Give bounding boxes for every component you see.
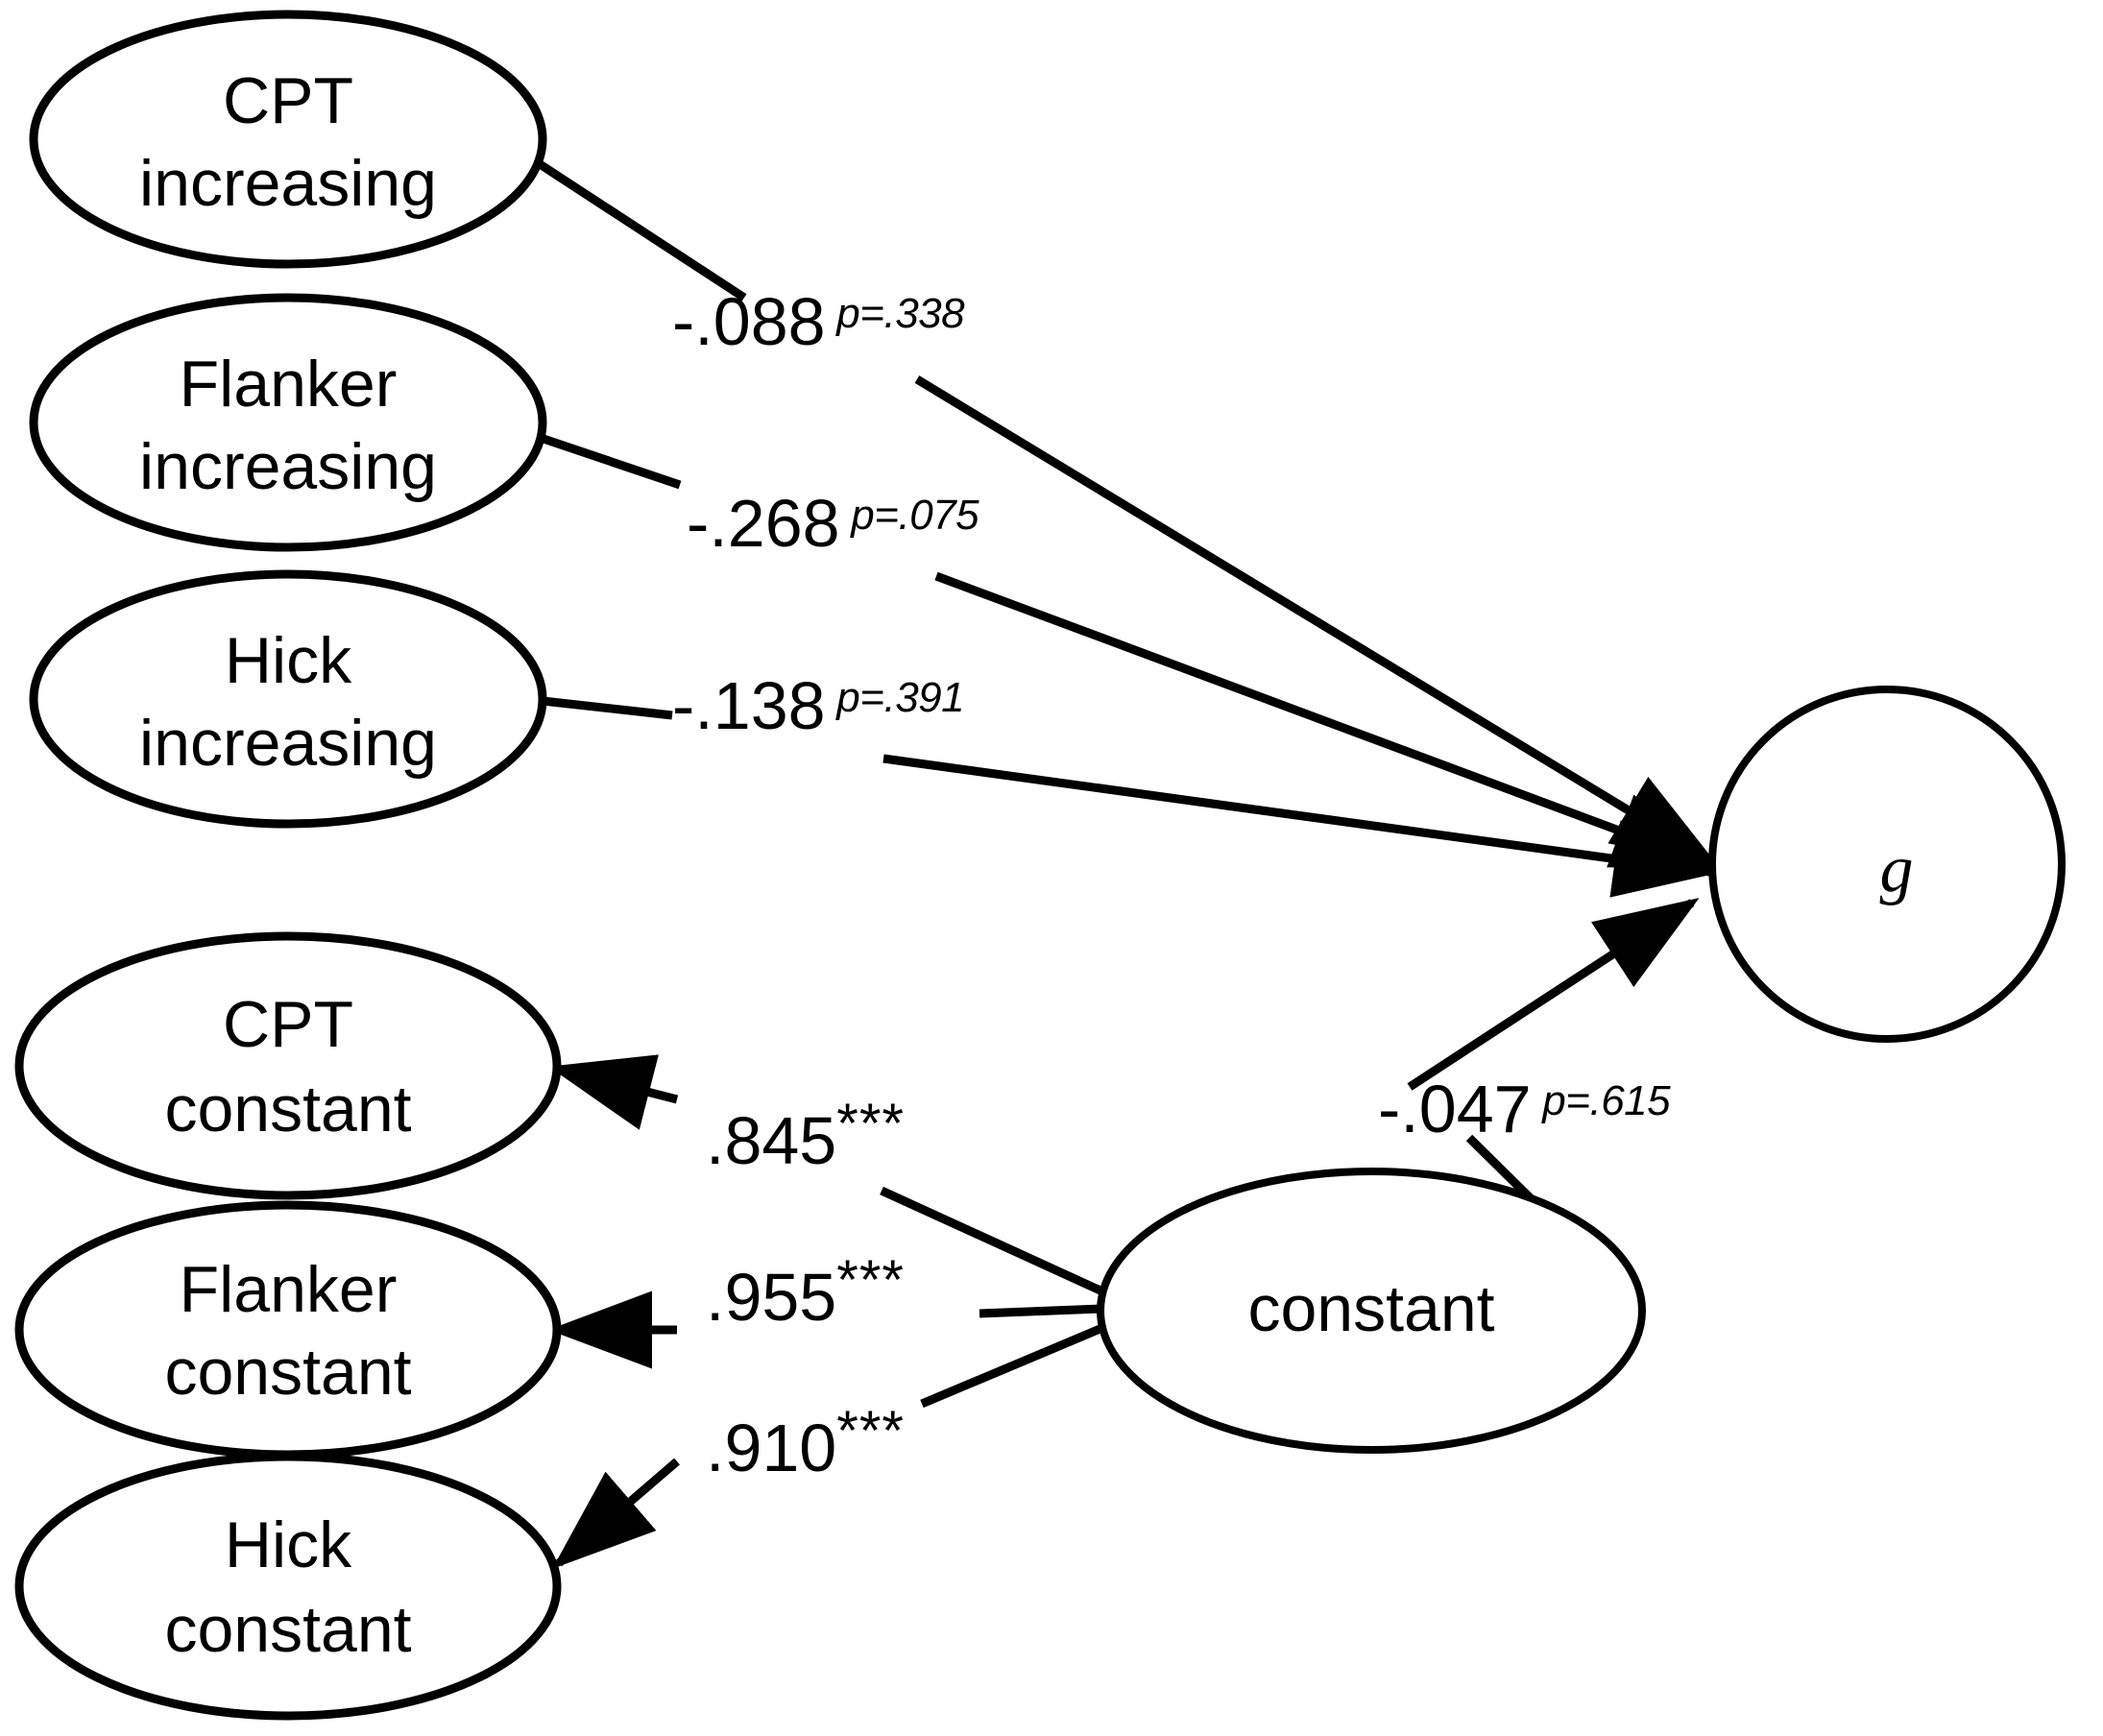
node-hick-constant-line2: constant bbox=[164, 1593, 411, 1666]
node-cpt-constant[interactable]: CPT constant bbox=[14, 931, 562, 1200]
node-g-factor[interactable]: g bbox=[1708, 686, 2066, 1043]
coef-estimate-e4: -.047 bbox=[1378, 1072, 1532, 1146]
edge-constant-to-g bbox=[1407, 898, 1700, 1216]
coef-stars-e7: *** bbox=[836, 1400, 905, 1462]
coef-label-constant-to-flanker-constant: .955*** bbox=[706, 1253, 905, 1332]
node-cpt-constant-line2: constant bbox=[164, 1073, 411, 1145]
node-hick-increasing[interactable]: Hick increasing bbox=[29, 569, 547, 829]
coef-label-constant-to-hick-constant: .910*** bbox=[706, 1404, 905, 1485]
node-cpt-increasing-line2: increasing bbox=[139, 147, 437, 220]
coef-estimate-e6: .955 bbox=[706, 1260, 837, 1335]
edge-hick-increasing-to-g bbox=[542, 696, 1718, 898]
coef-estimate-e5: .845 bbox=[706, 1103, 837, 1178]
coef-label-hick-increasing-to-g: -.138 p=.391 bbox=[672, 672, 965, 739]
node-flanker-increasing-line1: Flanker bbox=[180, 348, 398, 421]
coef-estimate-e1: -.088 bbox=[672, 284, 826, 359]
coef-stars-e6: *** bbox=[836, 1249, 905, 1312]
node-flanker-constant-line2: constant bbox=[164, 1336, 411, 1409]
node-constant-factor[interactable]: constant bbox=[1097, 1168, 1646, 1454]
edge-flanker-increasing-to-g bbox=[536, 432, 1718, 869]
edge-constant-to-cpt-constant bbox=[548, 1054, 1104, 1296]
node-flanker-increasing[interactable]: Flanker increasing bbox=[29, 293, 547, 552]
edge-constant-to-flanker-constant bbox=[548, 1290, 1103, 1369]
node-cpt-constant-line1: CPT bbox=[223, 988, 353, 1061]
edge-constant-to-hick-constant bbox=[552, 1323, 1104, 1569]
coef-estimate-e7: .910 bbox=[706, 1410, 837, 1485]
node-hick-constant-line1: Hick bbox=[225, 1508, 352, 1581]
coef-pvalue-e3: p=.391 bbox=[836, 674, 965, 721]
coef-pvalue-e1: p=.338 bbox=[836, 290, 965, 337]
coef-estimate-e2: -.268 bbox=[687, 486, 840, 561]
node-flanker-constant-line1: Flanker bbox=[180, 1253, 398, 1326]
coef-label-constant-to-g: -.047 p=.615 bbox=[1378, 1072, 1671, 1146]
edge-cpt-increasing-to-g bbox=[528, 155, 1717, 864]
node-flanker-increasing-line2: increasing bbox=[139, 430, 437, 503]
node-hick-increasing-line1: Hick bbox=[225, 624, 352, 697]
node-cpt-increasing[interactable]: CPT increasing bbox=[29, 10, 547, 269]
coef-pvalue-e4: p=.615 bbox=[1542, 1077, 1671, 1124]
coef-pvalue-e2: p=.075 bbox=[851, 492, 979, 539]
node-g-factor-label: g bbox=[1880, 832, 1914, 906]
node-constant-factor-label: constant bbox=[1247, 1272, 1494, 1345]
node-hick-constant[interactable]: Hick constant bbox=[14, 1452, 562, 1721]
node-cpt-increasing-line1: CPT bbox=[223, 64, 353, 137]
coef-label-constant-to-cpt-constant: .845*** bbox=[706, 1097, 905, 1175]
coef-estimate-e3: -.138 bbox=[672, 668, 826, 743]
coef-label-cpt-increasing-to-g: -.088 p=.338 bbox=[672, 288, 965, 355]
coef-stars-e5: *** bbox=[836, 1093, 905, 1155]
coef-label-flanker-increasing-to-g: -.268 p=.075 bbox=[687, 490, 979, 557]
node-flanker-constant[interactable]: Flanker constant bbox=[14, 1200, 562, 1459]
node-hick-increasing-line2: increasing bbox=[139, 707, 437, 780]
